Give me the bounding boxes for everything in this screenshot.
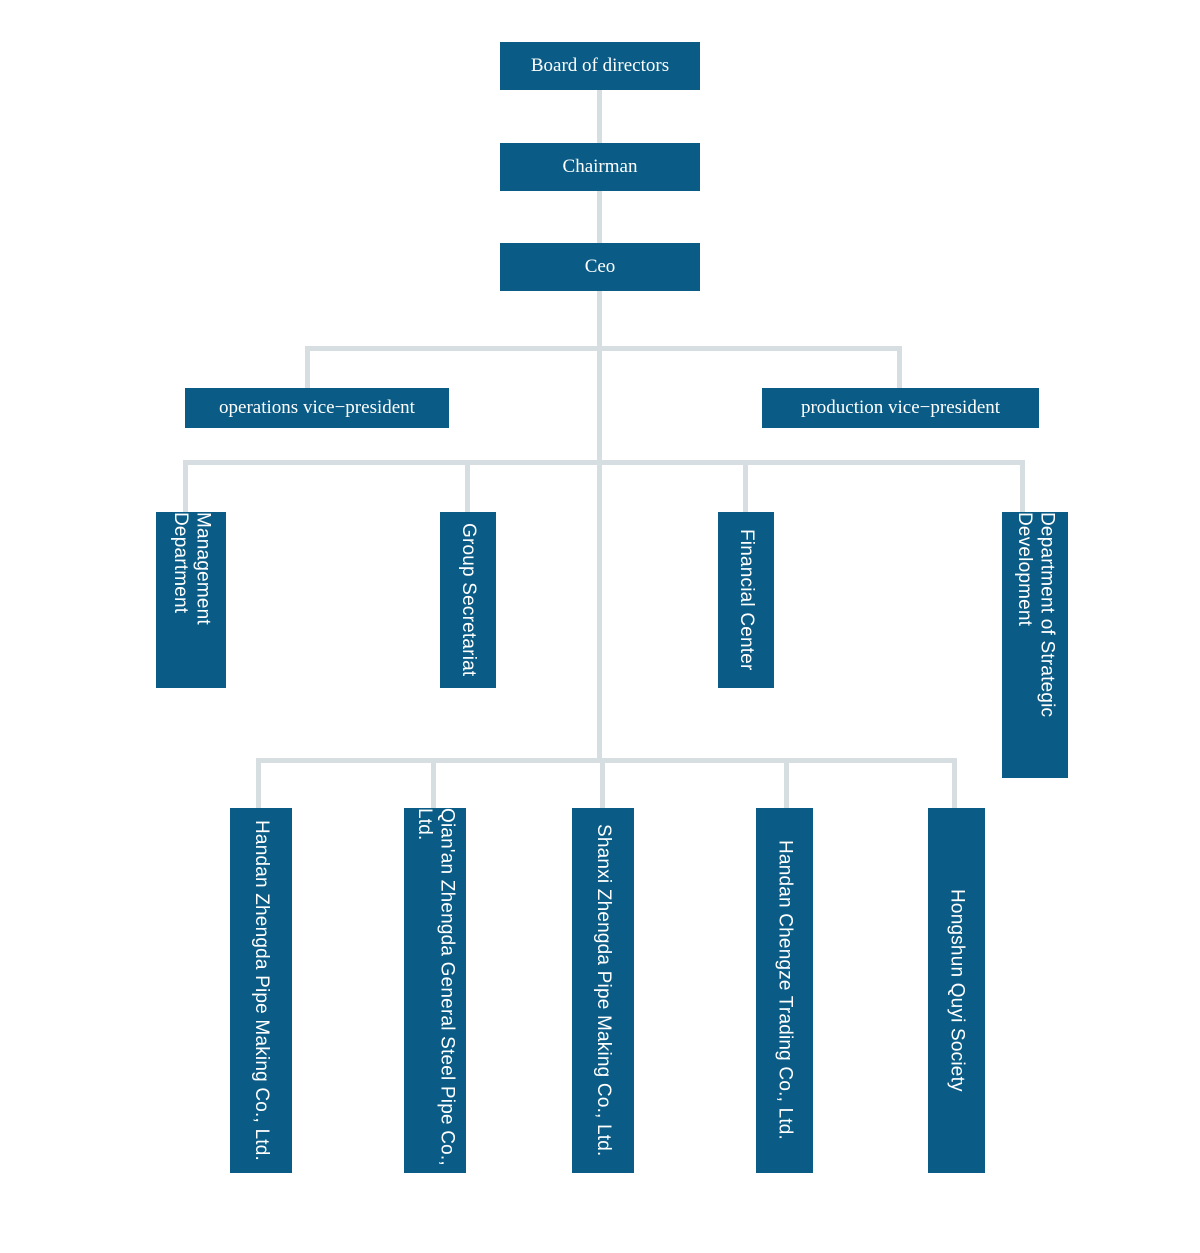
node-chairman[interactable]: Chairman bbox=[500, 143, 700, 191]
node-hongshun-quyi-society[interactable]: Hongshun Quyi Society bbox=[928, 808, 985, 1173]
node-label: Shanxi Zhengda Pipe Making Co., Ltd. bbox=[593, 824, 615, 1157]
node-handan-zhengda-pipe-making[interactable]: Handan Zhengda Pipe Making Co., Ltd. bbox=[230, 808, 292, 1173]
node-shanxi-zhengda-pipe-making[interactable]: Shanxi Zhengda Pipe Making Co., Ltd. bbox=[572, 808, 634, 1173]
connector-vp-drop-operations bbox=[305, 346, 310, 388]
connector-chairman-to-ceo bbox=[597, 191, 602, 243]
connector-sub-drop-1 bbox=[256, 758, 261, 808]
connector-subsidiary-bus bbox=[256, 758, 957, 763]
connector-dept-drop-financial bbox=[743, 460, 748, 512]
connector-board-to-chairman bbox=[597, 90, 602, 143]
node-financial-center[interactable]: Financial Center bbox=[718, 512, 774, 688]
node-label: Department of Strategic Development bbox=[1014, 512, 1058, 718]
connector-dept-drop-strategic bbox=[1020, 460, 1025, 512]
node-label: Financial Center bbox=[736, 529, 758, 671]
node-label: Chairman bbox=[562, 155, 638, 177]
connector-vp-drop-production bbox=[897, 346, 902, 388]
node-department-of-strategic-development[interactable]: Department of Strategic Development bbox=[1002, 512, 1068, 778]
node-label: Ceo bbox=[584, 255, 616, 277]
node-group-secretariat[interactable]: Group Secretariat bbox=[440, 512, 496, 688]
node-ceo[interactable]: Ceo bbox=[500, 243, 700, 291]
node-label: Qian'an Zhengda General Steel Pipe Co., … bbox=[414, 808, 458, 1166]
node-label: Group Secretariat bbox=[458, 523, 480, 677]
node-qianan-zhengda-general-steel-pipe[interactable]: Qian'an Zhengda General Steel Pipe Co., … bbox=[404, 808, 466, 1173]
connector-sub-drop-3 bbox=[600, 758, 605, 808]
node-label: Handan Zhengda Pipe Making Co., Ltd. bbox=[251, 820, 273, 1161]
connector-vp-bus bbox=[305, 346, 902, 351]
connector-dept-drop-management bbox=[183, 460, 188, 512]
node-management-department[interactable]: Management Department bbox=[156, 512, 226, 688]
connector-ceo-spine bbox=[597, 291, 602, 763]
connector-sub-drop-4 bbox=[784, 758, 789, 808]
connector-dept-drop-secretariat bbox=[465, 460, 470, 512]
node-board-of-directors[interactable]: Board of directors bbox=[500, 42, 700, 90]
node-label: Hongshun Quyi Society bbox=[946, 889, 968, 1092]
connector-sub-drop-2 bbox=[431, 758, 436, 808]
node-operations-vice-president[interactable]: operations vice−president bbox=[185, 388, 449, 428]
node-label: Handan Chengze Trading Co., Ltd. bbox=[774, 840, 796, 1141]
node-label: production vice−president bbox=[800, 396, 1001, 418]
node-label: operations vice−president bbox=[219, 396, 415, 418]
node-label: Management Department bbox=[170, 512, 214, 625]
node-label: Board of directors bbox=[530, 54, 670, 76]
node-handan-chengze-trading[interactable]: Handan Chengze Trading Co., Ltd. bbox=[756, 808, 813, 1173]
connector-department-bus bbox=[183, 460, 1025, 465]
connector-sub-drop-5 bbox=[952, 758, 957, 808]
node-production-vice-president[interactable]: production vice−president bbox=[762, 388, 1039, 428]
